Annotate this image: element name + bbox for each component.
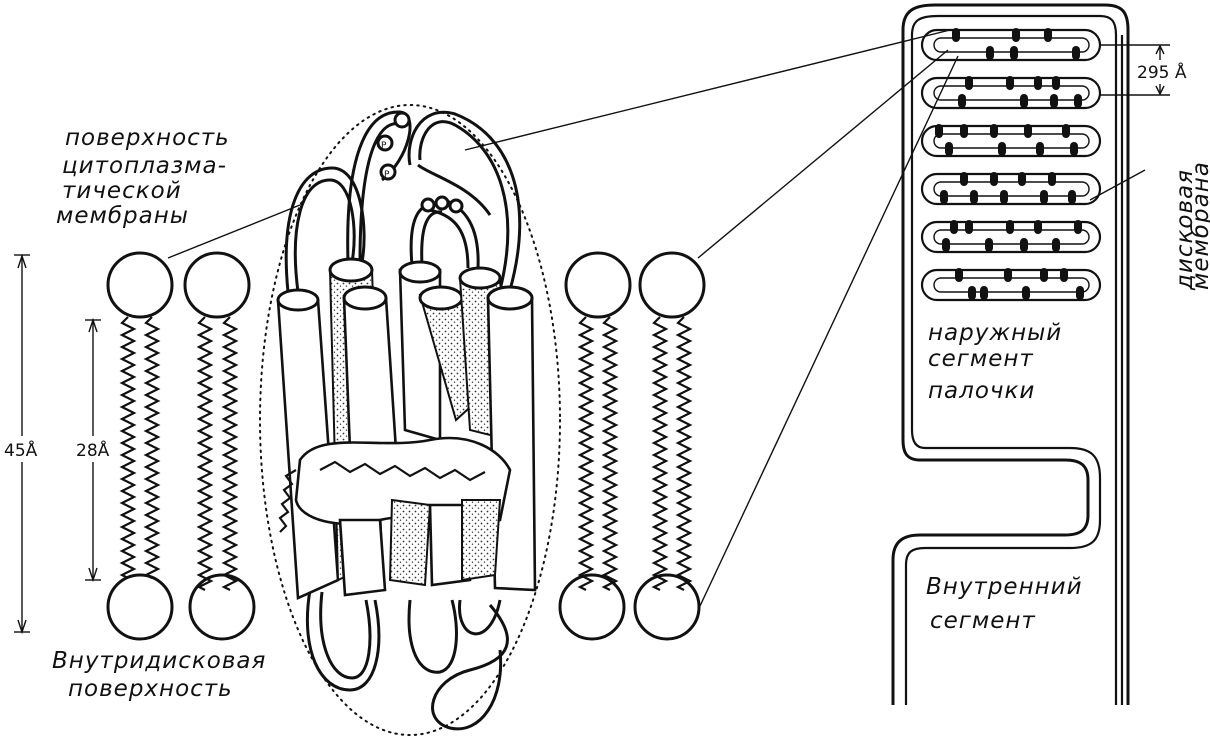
dimension-28A: 28Å — [74, 317, 118, 583]
svg-text:Внутридисковая: Внутридисковая — [52, 648, 266, 674]
phospholipid-icon — [558, 251, 632, 641]
lipid-bilayer-right — [558, 251, 706, 641]
phospholipid-icon — [183, 251, 256, 641]
cytoplasmic-surface-label: поверхность цитоплазма- тической мембран… — [56, 125, 230, 229]
disc — [920, 28, 1102, 62]
phospholipid-icon — [633, 251, 706, 641]
svg-text:поверхность: поверхность — [65, 125, 230, 151]
disc — [920, 76, 1102, 110]
disc — [920, 124, 1102, 158]
connector-lines — [167, 29, 1146, 607]
svg-text:P: P — [381, 141, 387, 151]
disc-spacing-label: 295 Å — [1137, 61, 1187, 83]
svg-text:мембраны: мембраны — [56, 203, 189, 229]
rod-cell-outline — [891, 3, 1130, 705]
svg-text:тической: тической — [62, 178, 182, 204]
disc — [920, 220, 1102, 254]
svg-text:наружный: наружный — [928, 320, 1062, 346]
lipid-bilayer-left — [106, 251, 256, 641]
svg-text:дисковая: дисковая — [1172, 169, 1198, 291]
svg-text:сегмент: сегмент — [930, 608, 1036, 634]
svg-text:сегмент: сегмент — [928, 346, 1034, 372]
svg-text:P: P — [384, 170, 390, 180]
svg-text:мембрана: мембрана — [1188, 161, 1210, 290]
total-thickness-label: 45Å — [4, 439, 38, 461]
dimension-295A: 295 Å — [1100, 44, 1202, 96]
svg-text:поверхность: поверхность — [68, 676, 233, 702]
disc — [920, 172, 1102, 206]
core-thickness-label: 28Å — [76, 439, 110, 461]
dimension-45A: 45Å — [2, 253, 42, 635]
helix-3 — [342, 285, 398, 452]
helix-1 — [276, 288, 340, 600]
disc-membrane-label: дисковая мембрана — [1172, 161, 1210, 291]
svg-text:Внутренний: Внутренний — [926, 574, 1083, 600]
phospholipid-icon — [106, 251, 174, 641]
svg-text:палочки: палочки — [928, 378, 1035, 404]
inner-segment-label: Внутренний сегмент — [926, 574, 1083, 634]
disc — [920, 268, 1102, 302]
disc-stack — [920, 28, 1102, 302]
svg-text:цитоплазма-: цитоплазма- — [62, 153, 227, 179]
outer-segment-label: наружный сегмент палочки — [928, 320, 1062, 404]
rhodopsin-helix-bundle: P P — [259, 104, 561, 736]
intradisc-surface-label: Внутридисковая поверхность — [52, 648, 266, 702]
